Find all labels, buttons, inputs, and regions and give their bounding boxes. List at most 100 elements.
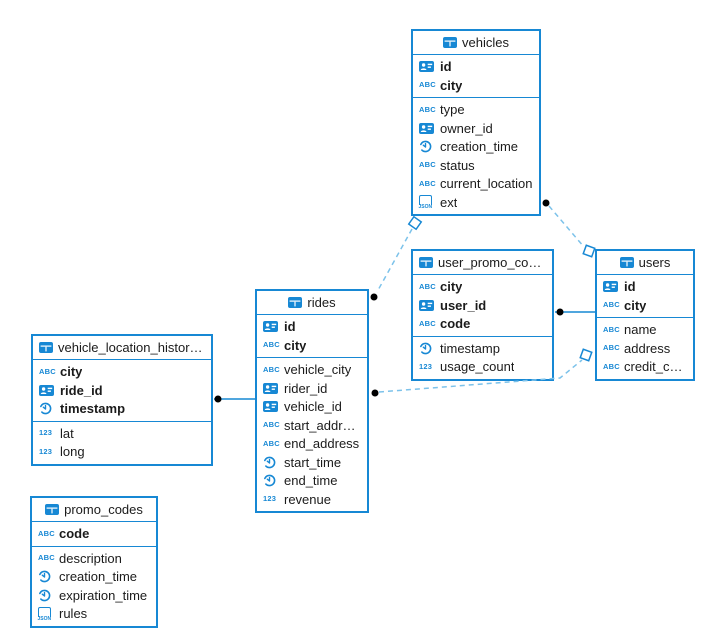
column-row: id [597, 278, 693, 297]
column-row: rider_id [257, 379, 367, 398]
table-icon [419, 257, 433, 268]
column-row: start_time [257, 453, 367, 472]
table-user-promo-codes[interactable]: user_promo_codes ABC city user_id ABC co… [411, 249, 554, 381]
column-row: ride_id [33, 381, 211, 400]
column-row: 123 usage_count [419, 359, 515, 375]
column-row: ABC city [419, 279, 463, 295]
table-header: vehicle_location_histories [33, 336, 211, 360]
column-row: ABC status [419, 157, 475, 173]
table-vehicles[interactable]: vehicles id ABC city ABC type owner_id [411, 29, 541, 216]
clock-icon [38, 570, 55, 583]
table-vehicle-location-histories[interactable]: vehicle_location_histories ABC city ride… [31, 334, 213, 466]
table-rides[interactable]: rides id ABC city ABC vehicle_city rider… [255, 289, 369, 513]
abc-icon: ABC [419, 80, 436, 90]
number-icon: 123 [39, 428, 53, 438]
abc-icon: ABC [603, 324, 620, 334]
table-icon [288, 297, 303, 308]
user-id-icon [39, 384, 56, 396]
column-row: ABC vehicle_city [263, 362, 352, 378]
column-row: ABC address [603, 340, 671, 356]
abc-icon: ABC [38, 528, 55, 538]
column-row: id [413, 58, 539, 77]
user-id-icon [419, 61, 436, 73]
column-row: ABC code [419, 316, 471, 332]
connector-dot [214, 395, 222, 403]
column-row: ABC end_address [263, 436, 360, 452]
table-promo-codes[interactable]: promo_codes ABC code ABC description cre… [30, 496, 158, 628]
relationship-vlh-rides [214, 395, 256, 403]
column-row: ABC code [38, 526, 90, 542]
abc-icon: ABC [603, 300, 620, 310]
connector-dot [370, 293, 378, 301]
abc-icon: ABC [419, 160, 436, 170]
connector-square [579, 348, 593, 362]
abc-icon: ABC [419, 318, 436, 328]
column-row: 123 revenue [263, 491, 331, 507]
number-icon: 123 [263, 494, 277, 504]
abc-icon: ABC [419, 104, 436, 114]
column-row: ABC name [603, 322, 657, 338]
column-row: 123 long [39, 444, 85, 460]
column-row: JSON ext [418, 194, 458, 211]
relationship-upc-users [555, 308, 596, 316]
clock-icon [419, 140, 436, 153]
table-name: rides [307, 295, 336, 310]
table-users[interactable]: users id ABC city ABC name ABC address A… [595, 249, 695, 381]
table-icon [619, 257, 634, 268]
column-row: ABC start_address [263, 417, 361, 433]
column-row: timestamp [33, 400, 211, 419]
table-name: users [638, 255, 671, 270]
column-row: ABC city [39, 364, 83, 380]
column-row: JSON rules [37, 606, 88, 622]
user-id-icon [603, 281, 620, 293]
abc-icon: ABC [38, 553, 55, 563]
column-row: expiration_time [32, 586, 156, 605]
connector-dot [556, 308, 564, 316]
table-icon [443, 37, 458, 48]
clock-icon [419, 342, 436, 355]
connector-dot [542, 199, 550, 207]
connector-square [582, 244, 596, 258]
table-name: vehicle_location_histories [58, 340, 205, 355]
clock-icon [263, 456, 280, 469]
abc-icon: ABC [39, 366, 56, 376]
abc-icon: ABC [263, 340, 280, 350]
user-id-icon [419, 122, 436, 134]
clock-icon [39, 402, 56, 415]
table-header: vehicles [413, 31, 539, 55]
number-icon: 123 [39, 446, 53, 456]
clock-icon [263, 474, 280, 487]
connector-dot [371, 389, 379, 397]
abc-icon: ABC [263, 364, 280, 374]
table-header: user_promo_codes [413, 251, 552, 275]
column-row: ABC city [419, 77, 463, 93]
column-row: ABC city [603, 297, 647, 313]
abc-icon: ABC [263, 420, 280, 430]
connector-square [407, 215, 423, 231]
column-row: ABC type [419, 102, 465, 118]
user-id-icon [263, 321, 280, 333]
table-name: promo_codes [64, 502, 143, 517]
column-row: creation_time [413, 138, 539, 157]
column-row: 123 lat [39, 425, 74, 441]
column-row: creation_time [32, 568, 156, 587]
column-row: ABC description [38, 550, 122, 566]
abc-icon: ABC [419, 281, 436, 291]
table-icon [45, 504, 60, 515]
number-icon: 123 [419, 361, 433, 371]
table-header: promo_codes [32, 498, 156, 522]
column-row: end_time [257, 472, 367, 491]
table-name: vehicles [462, 35, 509, 50]
column-row: user_id [413, 296, 552, 315]
column-row: timestamp [413, 339, 552, 358]
json-icon: JSON [37, 606, 55, 622]
column-row: id [257, 318, 367, 337]
abc-icon: ABC [603, 361, 620, 371]
user-id-icon [263, 382, 280, 394]
table-header: rides [257, 291, 367, 315]
column-row: vehicle_id [257, 398, 367, 417]
json-icon: JSON [418, 195, 436, 211]
column-row: ABC current_location [419, 176, 533, 192]
abc-icon: ABC [603, 343, 620, 353]
column-row: ABC credit_card [603, 359, 687, 375]
